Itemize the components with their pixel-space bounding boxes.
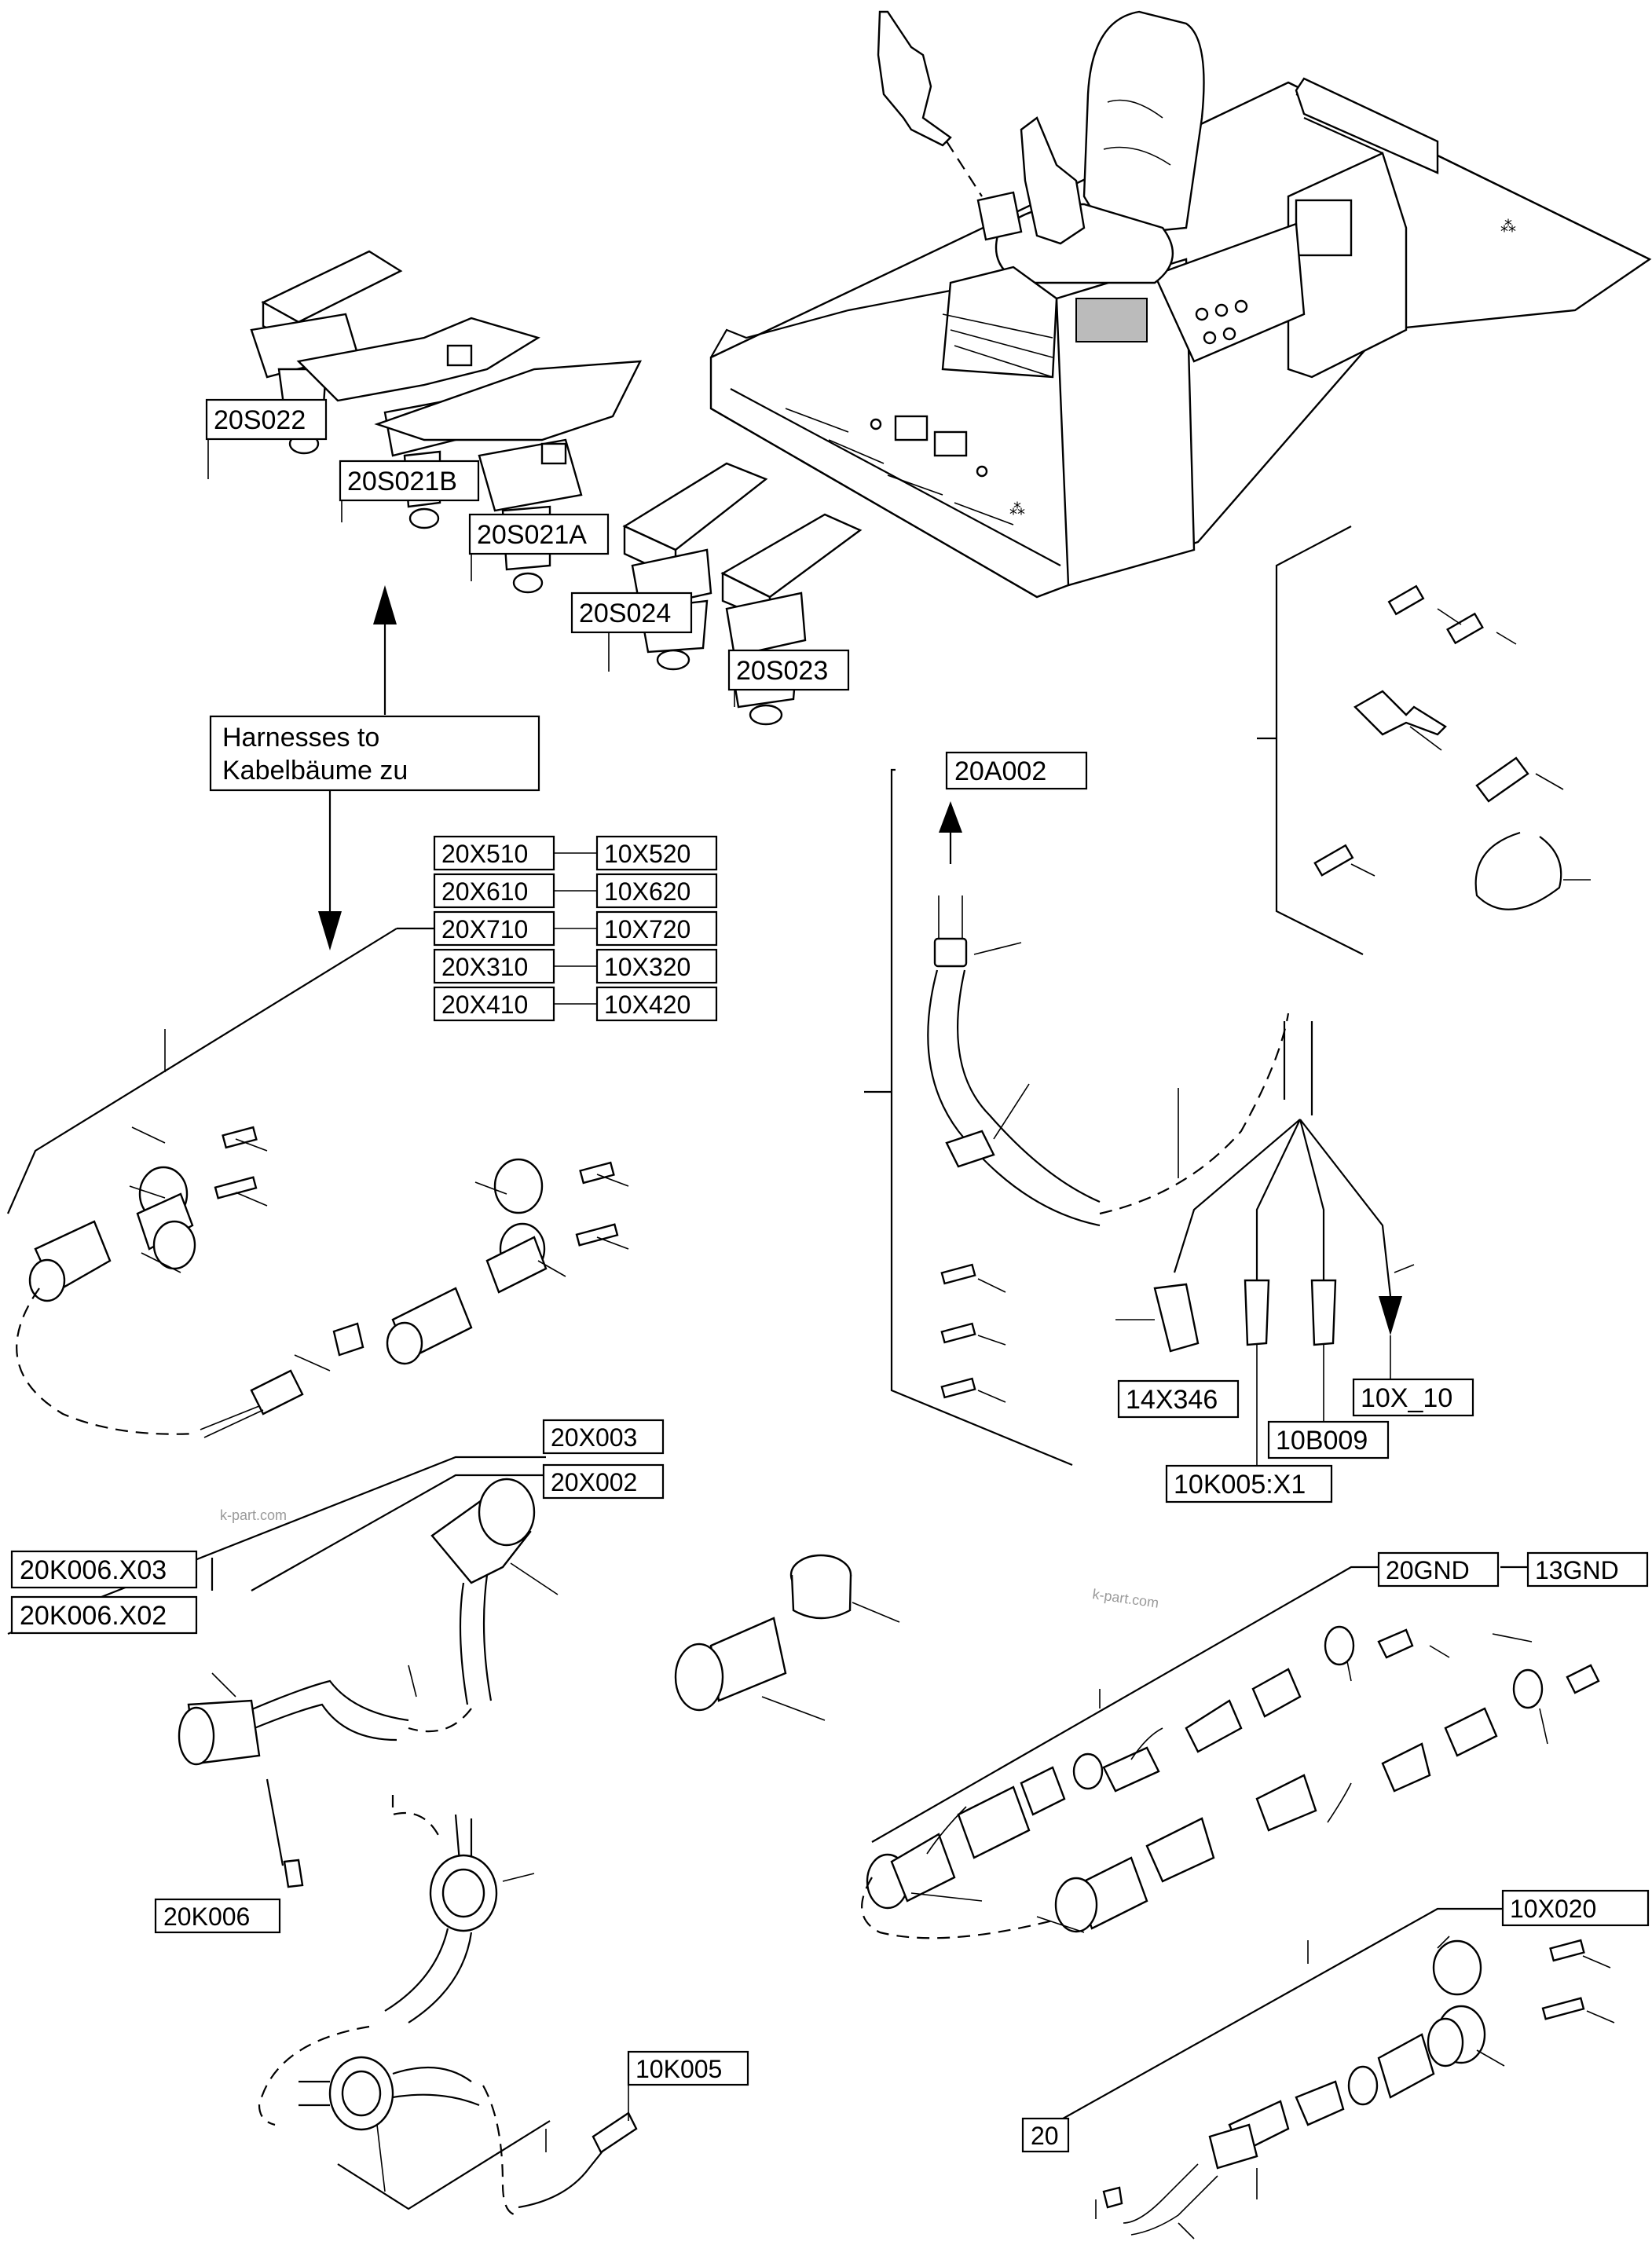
svg-text:20X510: 20X510 <box>441 840 528 868</box>
harness-pair-row: 20X410 10X420 <box>433 986 718 1022</box>
cab-platform-illustration: ⁂ ⁂ <box>709 10 1652 599</box>
svg-text:10K005: 10K005 <box>636 2055 722 2083</box>
svg-text:20: 20 <box>1031 2122 1059 2150</box>
label-20S021B: 20S021B <box>339 460 480 502</box>
svg-text:20K006.X02: 20K006.X02 <box>20 1601 167 1631</box>
pedal-20S023 <box>720 513 863 726</box>
svg-text:20S022: 20S022 <box>214 405 306 435</box>
svg-text:10K005:X1: 10K005:X1 <box>1174 1470 1306 1500</box>
svg-text:⁂: ⁂ <box>1009 501 1025 518</box>
harness-pair-row: 20X310 10X320 <box>433 948 718 984</box>
svg-text:10X020: 10X020 <box>1510 1895 1596 1923</box>
svg-text:10X620: 10X620 <box>604 877 690 906</box>
ground-connector-kit <box>861 1625 1600 1939</box>
label-10K005: 10K005 <box>627 2050 749 2086</box>
label-10K005-X1: 10K005:X1 <box>1165 1464 1333 1503</box>
svg-text:20X610: 20X610 <box>441 877 528 906</box>
svg-text:20S023: 20S023 <box>736 656 828 686</box>
label-20A002: 20A002 <box>945 751 1088 790</box>
label-20S023: 20S023 <box>727 649 850 691</box>
svg-text:10X720: 10X720 <box>604 915 690 943</box>
label-10X_10: 10X_10 <box>1352 1378 1474 1417</box>
svg-text:13GND: 13GND <box>1535 1556 1619 1584</box>
svg-text:14X346: 14X346 <box>1126 1385 1218 1415</box>
svg-text:10X320: 10X320 <box>604 953 690 981</box>
svg-text:Harnesses to: Harnesses to <box>222 723 379 753</box>
label-14X346: 14X346 <box>1117 1379 1240 1419</box>
grommet-bushing <box>674 1554 900 1721</box>
label-20X003: 20X003 <box>542 1419 665 1455</box>
label-20K006-X03: 20K006.X03 <box>10 1550 198 1589</box>
label-10B009: 10B009 <box>1267 1420 1390 1459</box>
svg-text:20K006: 20K006 <box>163 1903 250 1931</box>
label-20GND: 20GND <box>1377 1551 1500 1588</box>
watermark: k-part.com <box>220 1507 287 1523</box>
connector-kit-10X020 <box>1095 1936 1615 2240</box>
svg-text:20X410: 20X410 <box>441 991 528 1019</box>
label-10X020: 10X020 <box>1501 1889 1650 1927</box>
svg-text:20X002: 20X002 <box>551 1468 637 1496</box>
svg-text:20S021B: 20S021B <box>347 467 457 496</box>
harness-pair-row: 20X710 10X720 <box>433 910 718 947</box>
svg-text:10B009: 10B009 <box>1276 1426 1368 1456</box>
svg-text:⁂: ⁂ <box>1500 218 1516 236</box>
svg-text:20X003: 20X003 <box>551 1423 637 1452</box>
svg-text:10X_10: 10X_10 <box>1361 1383 1452 1413</box>
label-20K006: 20K006 <box>154 1898 281 1934</box>
watermark: k-part.com <box>1091 1586 1159 1611</box>
label-20: 20 <box>1021 2117 1070 2153</box>
svg-text:10X520: 10X520 <box>604 840 690 868</box>
label-20K006-X02: 20K006.X02 <box>10 1595 198 1635</box>
label-20X002: 20X002 <box>542 1463 665 1500</box>
svg-text:20X710: 20X710 <box>441 915 528 943</box>
label-20S022: 20S022 <box>205 398 328 441</box>
elbow-connector-20X003 <box>178 1478 559 1766</box>
svg-text:20K006.X03: 20K006.X03 <box>20 1555 167 1585</box>
harness-20A002 <box>927 895 1415 1403</box>
svg-text:10X420: 10X420 <box>604 991 690 1019</box>
harness-pairs-table: 20X510 10X520 20X610 10X620 20X710 10X72… <box>433 835 718 1022</box>
svg-text:20S021A: 20S021A <box>477 520 587 550</box>
floor-connector-panel <box>870 415 988 478</box>
harness-callout: Harnesses to Kabelbäume zu <box>209 585 540 950</box>
harness-pair-row: 20X510 10X520 <box>433 835 718 871</box>
label-13GND: 13GND <box>1526 1551 1649 1588</box>
label-20S021A: 20S021A <box>468 513 610 555</box>
cable-gland-assembly <box>258 1778 638 2217</box>
svg-text:Kabelbäume zu: Kabelbäume zu <box>222 756 408 786</box>
svg-text:20GND: 20GND <box>1386 1556 1470 1584</box>
svg-text:20X310: 20X310 <box>441 953 528 981</box>
hardware-kit <box>1313 584 1591 910</box>
svg-text:20A002: 20A002 <box>954 756 1046 786</box>
svg-text:20S024: 20S024 <box>579 599 671 628</box>
label-20S024: 20S024 <box>570 591 693 634</box>
connector-kit-left <box>28 1126 619 1438</box>
harness-pair-row: 20X610 10X620 <box>433 873 718 909</box>
